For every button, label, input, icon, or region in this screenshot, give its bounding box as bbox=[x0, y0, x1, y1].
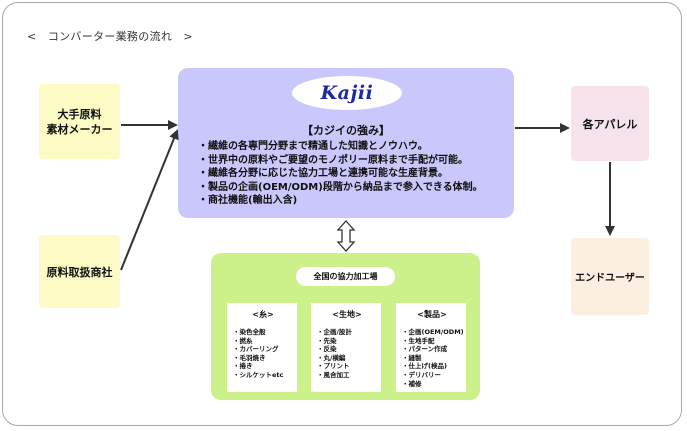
process-item: ・撚糸 bbox=[233, 336, 253, 345]
raw-material-makers-box: 大手原料 素材メーカー bbox=[39, 84, 120, 159]
strength-item: ・繊維の各専門分野まで精通した知識とノウハウ。 bbox=[198, 141, 428, 152]
process-item: ・反染 bbox=[317, 345, 337, 354]
fabric-process-list: ・企画/設計 ・先染 ・反染 ・丸/横編 ・プリント ・風合加工 bbox=[317, 328, 377, 380]
end-user-label: エンドユーザー bbox=[575, 273, 645, 284]
partners-title: 全国の協力加工場 bbox=[296, 267, 395, 286]
makers-line-1: 大手原料 bbox=[57, 107, 102, 121]
process-item: ・染色全般 bbox=[233, 328, 266, 336]
process-item: ・風合加工 bbox=[317, 370, 350, 379]
strengths-list: ・繊維の各専門分野まで精通した知識とノウハウ。 ・世界中の原料やご要望のモノポリ… bbox=[198, 140, 483, 208]
double-arrow-kajii-partners bbox=[336, 220, 356, 252]
kajii-logo-text: Kajii bbox=[320, 82, 374, 104]
material-trader-box: 原料取扱商社 bbox=[39, 235, 120, 308]
kajii-logo: Kajii bbox=[292, 76, 402, 110]
trader-label: 原料取扱商社 bbox=[46, 265, 113, 279]
process-item: ・企画/設計 bbox=[317, 328, 352, 336]
strength-item: ・商社機能(輸出入含) bbox=[198, 195, 298, 206]
process-item: ・デリバリー bbox=[402, 370, 441, 379]
process-item: ・パターン作成 bbox=[402, 345, 448, 354]
apparel-label: 各アパレル bbox=[582, 117, 638, 131]
diagram-heading: < コンバーター業務の流れ > bbox=[27, 30, 193, 43]
strengths-title: 【カジイの強み】 bbox=[302, 124, 390, 137]
makers-line-2: 素材メーカー bbox=[46, 122, 113, 136]
strength-item: ・製品の企画(OEM/ODM)段階から納品まで参入できる体制。 bbox=[198, 181, 483, 193]
apparel-box: 各アパレル bbox=[571, 86, 649, 161]
process-item: ・カバーリング bbox=[233, 345, 279, 354]
yarn-process-list: ・染色全般 ・撚糸 ・カバーリング ・毛羽焼き ・捲き ・シルケットetc bbox=[233, 328, 293, 380]
process-item: ・丸/横編 bbox=[317, 353, 346, 362]
process-item: ・捲き bbox=[233, 362, 253, 371]
yarn-card: <糸> ・染色全般 ・撚糸 ・カバーリング ・毛羽焼き ・捲き ・シルケットet… bbox=[227, 303, 297, 392]
kajii-strengths-box: Kajii 【カジイの強み】 ・繊維の各専門分野まで精通した知識とノウハウ。 ・… bbox=[178, 68, 514, 218]
process-item: ・縫製 bbox=[402, 353, 422, 362]
process-item: ・毛羽焼き bbox=[233, 353, 266, 362]
process-item: ・生地手配 bbox=[402, 336, 435, 345]
fabric-card: <生地> ・企画/設計 ・先染 ・反染 ・丸/横編 ・プリント ・風合加工 bbox=[311, 303, 381, 392]
product-card: <製品> ・企画(OEM/ODM) ・生地手配 ・パターン作成 ・縫製 ・仕上げ… bbox=[396, 303, 466, 392]
process-item: ・先染 bbox=[317, 336, 337, 345]
arrow-trader-to-kajii bbox=[120, 129, 179, 271]
process-item: ・企画(OEM/ODM) bbox=[402, 328, 464, 336]
process-item: ・補修 bbox=[402, 379, 422, 388]
product-card-title: <製品> bbox=[417, 310, 447, 319]
process-item: ・仕上げ(検品) bbox=[402, 362, 447, 371]
partner-factories-box: 全国の協力加工場 <糸> ・染色全般 ・撚糸 ・カバーリング ・毛羽焼き ・捲き… bbox=[211, 253, 480, 400]
yarn-card-title: <糸> bbox=[252, 310, 274, 319]
strength-item: ・世界中の原料やご要望のモノポリー原料まで手配が可能。 bbox=[198, 154, 468, 166]
product-process-list: ・企画(OEM/ODM) ・生地手配 ・パターン作成 ・縫製 ・仕上げ(検品) … bbox=[402, 328, 464, 388]
fabric-card-title: <生地> bbox=[332, 310, 362, 319]
process-item: ・シルケットetc bbox=[233, 370, 284, 379]
strength-item: ・繊維各分野に応じた協力工場と連携可能な生産背景。 bbox=[198, 168, 448, 179]
end-user-box: エンドユーザー bbox=[571, 238, 649, 315]
process-item: ・プリント bbox=[317, 362, 350, 371]
